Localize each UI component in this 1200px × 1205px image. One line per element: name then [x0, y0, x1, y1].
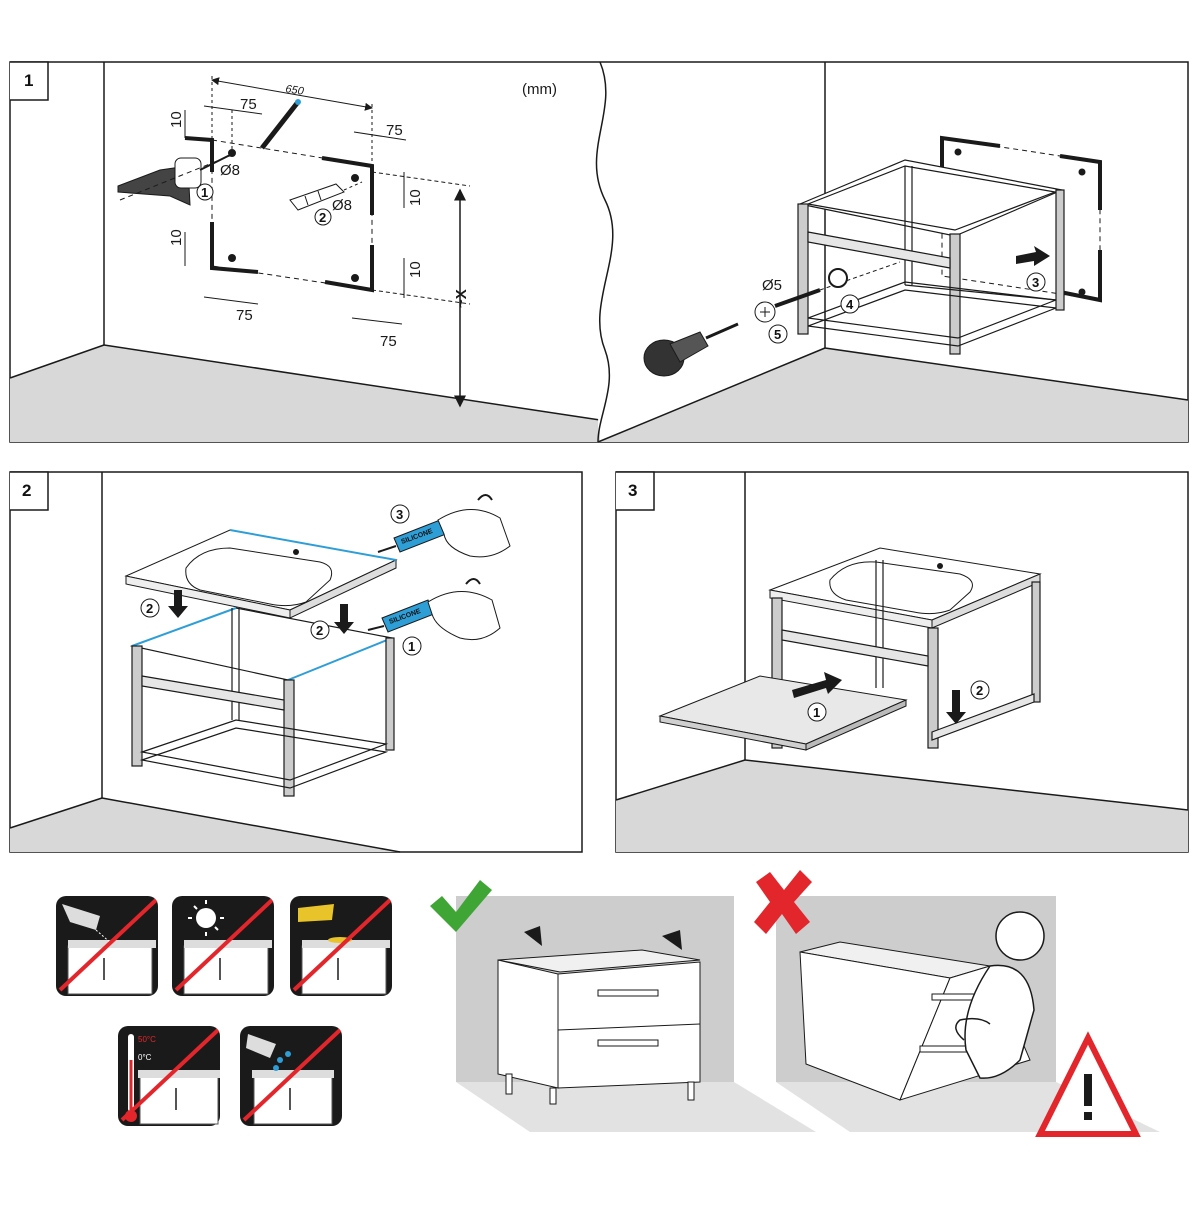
marker-silicone-bottom: 1 [408, 639, 415, 654]
correct-usage [430, 880, 816, 1132]
metal-frame [771, 560, 1041, 749]
dim-height: ~X [453, 289, 470, 308]
dimension-lines [184, 76, 471, 408]
marker-shelf: 1 [813, 705, 820, 720]
panel-divider [595, 61, 614, 443]
cross-icon [754, 870, 812, 934]
warning-triangle-icon [1035, 1031, 1141, 1137]
temperature-limit-icon: 50°C 0°C [118, 1026, 220, 1126]
marker-washer: 4 [846, 297, 854, 312]
marker-silicone-top: 3 [396, 507, 403, 522]
glass-shelf [658, 675, 908, 751]
checkmark-icon [430, 880, 492, 932]
push-to-wall-arrow-icon [662, 930, 682, 950]
panel-1: 1 (mm) [9, 61, 1189, 443]
marker-screw: 5 [774, 327, 781, 342]
washer-icon [828, 268, 848, 288]
no-liquids-icon [290, 896, 392, 996]
metal-frame [129, 607, 395, 797]
marker-down: 2 [976, 683, 983, 698]
basin-top [124, 529, 398, 619]
dim-vertical-top-right: 10 [407, 189, 424, 206]
push-to-wall-arrow-icon [524, 926, 542, 946]
drill-diameter-label: Ø8 [220, 162, 240, 179]
wrong-usage [754, 870, 1160, 1137]
plug-diameter-label: Ø8 [332, 197, 352, 214]
units-label: (mm) [522, 81, 557, 98]
dim-offset-bottom-left: 75 [236, 307, 253, 324]
screw-diameter-label: Ø5 [762, 277, 782, 294]
slide-in-arrow-icon [792, 672, 842, 698]
marker-hook: 3 [1032, 275, 1039, 290]
wall-bracket [940, 135, 1102, 303]
dim-offset-top-right: 75 [386, 122, 403, 139]
wall-plug-icon [289, 181, 363, 211]
marker-drill: 1 [201, 185, 208, 200]
care-icons: 50°C 0°C [56, 896, 392, 1126]
slide-arrow-icon [1016, 246, 1050, 266]
wall-scene-left [9, 62, 601, 442]
dim-offset-top-left: 75 [240, 96, 257, 113]
drill-template [184, 136, 374, 293]
silicone-gun-bottom-icon: SILICONE [367, 578, 501, 641]
screwdriver-icon [643, 322, 739, 377]
dim-vertical-top-left: 10 [168, 111, 185, 128]
marker-place-right: 2 [316, 623, 323, 638]
push-down-arrow-icon [946, 690, 966, 724]
silicone-gun-top-icon: SILICONE [377, 494, 511, 558]
step-number-3: 3 [628, 481, 637, 500]
marker-plug: 2 [319, 210, 326, 225]
pencil-icon [260, 99, 301, 150]
dim-vertical-bottom-right: 10 [407, 261, 424, 278]
marker-place-left: 2 [146, 601, 153, 616]
dim-width: 650 [285, 83, 306, 98]
panel-3: 3 1 2 [615, 471, 1189, 853]
no-hot-steam-icon [56, 896, 158, 996]
metal-frame [797, 159, 1065, 355]
drill-icon [117, 154, 233, 206]
no-water-spray-icon [240, 1026, 342, 1126]
dim-vertical-bottom-left: 10 [168, 229, 185, 246]
basin-top [768, 547, 1042, 629]
no-sunlight-icon [172, 896, 274, 996]
temp-low-label: 0°C [138, 1053, 152, 1062]
panel-2: 2 2 [9, 471, 583, 853]
dim-offset-bottom-right: 75 [380, 333, 397, 350]
child-icon [955, 911, 1045, 1079]
place-arrow-right-icon [334, 604, 354, 634]
temp-high-label: 50°C [138, 1035, 156, 1044]
step-number-1: 1 [24, 71, 33, 90]
step-number-2: 2 [22, 481, 31, 500]
place-arrow-left-icon [168, 590, 188, 618]
